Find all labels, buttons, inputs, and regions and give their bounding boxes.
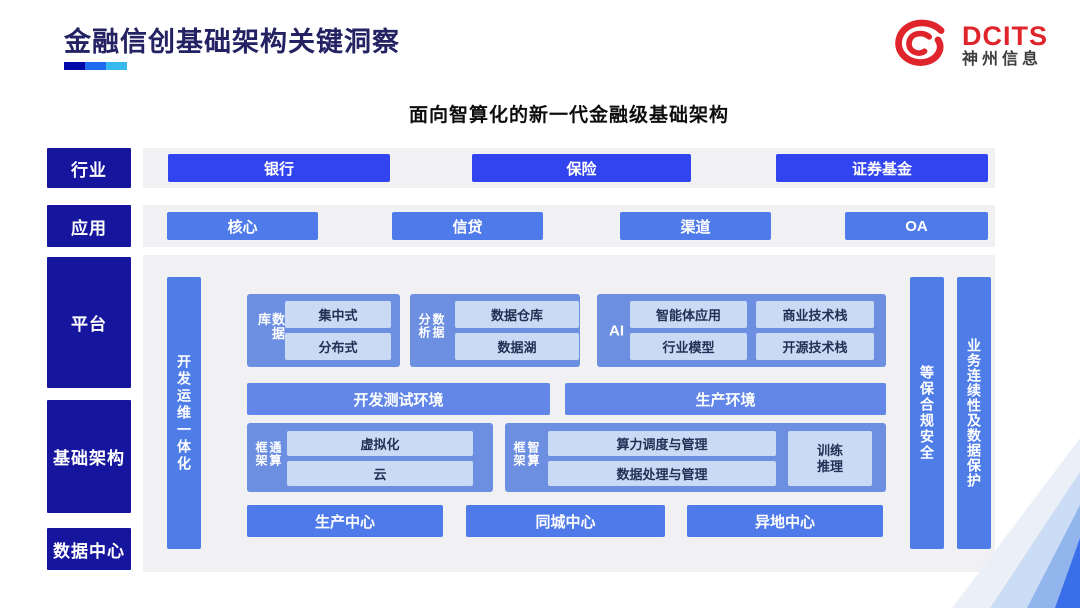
industry-insurance: 保险: [472, 154, 691, 182]
underline-segment: [85, 62, 106, 70]
logo-brand: DCITS: [962, 20, 1048, 51]
general-compute-section: 通算框架 虚拟化 云: [247, 423, 493, 492]
dcits-swirl-icon: [892, 16, 954, 75]
layer-industry: 行业: [47, 148, 131, 188]
general-compute-label: 通算框架: [254, 440, 282, 467]
ai-opensource-stack: 开源技术栈: [756, 333, 874, 360]
training-inference-label: 训练推理: [816, 442, 843, 474]
app-core: 核心: [167, 212, 318, 240]
ai-compute-section: 智算框架 算力调度与管理 数据处理与管理 训练推理: [505, 423, 886, 492]
compute-scheduling: 算力调度与管理: [548, 431, 776, 456]
data-warehouse: 数据仓库: [455, 301, 579, 328]
database-centralized: 集中式: [285, 301, 391, 328]
remote-center: 异地中心: [687, 505, 883, 537]
devops-bar: 开发运维一体化: [167, 277, 201, 549]
underline-segment: [64, 62, 85, 70]
ai-section-label: AI: [609, 322, 624, 339]
layer-infrastructure: 基础架构: [47, 400, 131, 513]
title-underline: [64, 62, 127, 70]
devops-bar-label: 开发运维一体化: [176, 353, 192, 473]
production-center: 生产中心: [247, 505, 443, 537]
training-inference: 训练推理: [788, 431, 872, 486]
virtualization: 虚拟化: [287, 431, 473, 456]
industry-securities: 证券基金: [776, 154, 988, 182]
data-lake: 数据湖: [455, 333, 579, 360]
logo-company: 神州信息: [962, 50, 1043, 68]
security-bar: 等保合规安全: [910, 277, 944, 549]
corner-decoration: [952, 438, 1080, 608]
ai-agent-apps: 智能体应用: [630, 301, 747, 328]
database-distributed: 分布式: [285, 333, 391, 360]
layer-application: 应用: [47, 205, 131, 247]
analytics-section-label: 数据分析: [417, 312, 445, 339]
ai-industry-models: 行业模型: [630, 333, 747, 360]
underline-segment: [106, 62, 127, 70]
app-credit: 信贷: [392, 212, 543, 240]
app-channel: 渠道: [620, 212, 771, 240]
analytics-section: 数据分析 数据仓库 数据湖: [410, 294, 580, 367]
data-processing: 数据处理与管理: [548, 461, 776, 486]
database-section: 数据库 集中式 分布式: [247, 294, 400, 367]
ai-section: AI 智能体应用 商业技术栈 行业模型 开源技术栈: [597, 294, 886, 367]
ai-compute-label: 智算框架: [512, 440, 540, 467]
same-city-center: 同城中心: [466, 505, 665, 537]
production-environment: 生产环境: [565, 383, 886, 415]
security-bar-label: 等保合规安全: [919, 365, 935, 461]
layer-datacenter: 数据中心: [47, 528, 131, 570]
dev-test-environment: 开发测试环境: [247, 383, 550, 415]
logo-text: DCITS 神州信息: [962, 22, 1048, 70]
diagram-title: 面向智算化的新一代金融级基础架构: [408, 105, 729, 126]
cloud: 云: [287, 461, 473, 486]
continuity-bar-label: 业务连续性及数据保护: [966, 338, 982, 488]
page-title: 金融信创基础架构关键洞察: [64, 27, 400, 57]
app-oa: OA: [845, 212, 988, 240]
dcits-logo: DCITS 神州信息: [892, 16, 1048, 75]
industry-bank: 银行: [168, 154, 390, 182]
database-section-label: 数据库: [256, 312, 285, 341]
layer-platform: 平台: [47, 257, 131, 388]
ai-commercial-stack: 商业技术栈: [756, 301, 874, 328]
continuity-bar: 业务连续性及数据保护: [957, 277, 991, 549]
